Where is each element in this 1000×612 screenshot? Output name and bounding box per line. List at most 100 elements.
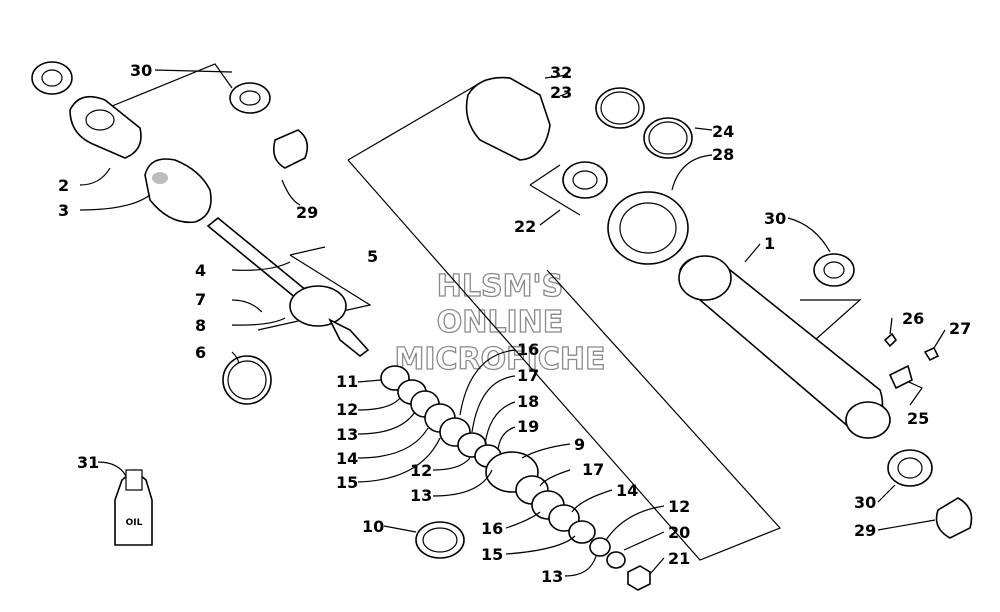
leader-26 <box>889 317 893 335</box>
oil-bottle-31: OIL <box>114 468 153 546</box>
leader-29-top <box>281 179 301 206</box>
callout-5: 5 <box>367 247 378 266</box>
leader-14a <box>357 427 429 459</box>
body-tube-1-end <box>845 401 891 439</box>
callout-17: 17 <box>517 366 539 385</box>
callout-23: 23 <box>550 83 572 102</box>
callout-12-mid: 12 <box>410 461 432 480</box>
leader-17a <box>471 375 516 433</box>
leader-12b <box>432 457 471 471</box>
bushing-30-right-hole <box>239 90 261 106</box>
callout-28: 28 <box>712 145 734 164</box>
leader-23 <box>559 92 569 97</box>
cap-3-shadow <box>152 172 168 184</box>
leader-lines <box>79 69 946 577</box>
leader-4 <box>231 261 291 271</box>
cap-27 <box>923 346 940 362</box>
leader-32 <box>544 74 569 79</box>
callout-19: 19 <box>517 417 539 436</box>
leader-10 <box>383 525 417 533</box>
oil-label: OIL <box>126 518 143 528</box>
leader-12a <box>357 397 401 411</box>
shaft-assembly <box>206 216 370 405</box>
oil-bottle-cap <box>125 469 143 491</box>
callout-20: 20 <box>668 523 690 542</box>
eyelet-2-hole <box>85 109 115 131</box>
callout-29-bottom: 29 <box>854 521 876 540</box>
bushing-30-body-hole <box>823 261 845 279</box>
callout-14-lower: 14 <box>616 481 638 500</box>
leader-19 <box>497 426 516 451</box>
oil-bottle-body <box>114 468 153 546</box>
callout-18: 18 <box>517 392 539 411</box>
body-tube-1-mouth <box>678 255 732 301</box>
leader-31 <box>97 461 127 477</box>
callout-31: 31 <box>77 453 99 472</box>
oring-6-inner <box>227 360 267 400</box>
shim-j <box>568 520 596 544</box>
callout-7: 7 <box>195 290 206 309</box>
sleeve-29-bottom <box>935 497 973 539</box>
callout-21: 21 <box>668 549 690 568</box>
bushing-30-bottom-hole <box>897 457 923 479</box>
callout-16-lower: 16 <box>481 519 503 538</box>
cap-3 <box>144 158 212 224</box>
callout-24: 24 <box>712 122 734 141</box>
oring-23-inner <box>600 91 640 125</box>
callout-15-lower: 15 <box>481 545 503 564</box>
ring-10-inner <box>422 527 458 553</box>
shaft-end <box>328 318 370 358</box>
watermark: HLSM'S ONLINE MICROFICHE <box>394 268 606 377</box>
leader-13c <box>564 555 597 577</box>
leader-15a <box>357 437 441 483</box>
leader-8 <box>231 317 286 326</box>
bracket-lines <box>94 63 923 561</box>
leader-6 <box>231 351 239 365</box>
leader-1 <box>744 243 761 263</box>
leader-22 <box>539 209 561 226</box>
callout-labels: 30 2 3 29 32 23 24 28 22 30 1 5 4 7 8 6 … <box>58 61 971 586</box>
bushing-30-top-hole <box>41 69 63 87</box>
leader-28 <box>671 154 713 191</box>
leader-13b <box>432 469 493 497</box>
leader-30a <box>154 69 233 73</box>
leader-16a <box>459 349 516 416</box>
nut-21 <box>627 565 651 591</box>
oring-24-inner <box>648 121 688 155</box>
washer-20 <box>589 537 611 557</box>
callout-1: 1 <box>764 234 775 253</box>
leader-15b <box>505 535 576 555</box>
leader-30b <box>787 217 831 253</box>
callout-12-lower: 12 <box>668 497 690 516</box>
watermark-line-2: ONLINE <box>437 305 564 340</box>
callout-8: 8 <box>195 316 206 335</box>
callout-16: 16 <box>517 340 539 359</box>
valve-25 <box>888 364 913 390</box>
callout-3: 3 <box>58 201 69 220</box>
callout-26: 26 <box>902 309 924 328</box>
leader-2 <box>79 167 111 186</box>
leader-29b <box>877 519 936 531</box>
callout-30: 30 <box>130 61 152 80</box>
callout-2: 2 <box>58 176 69 195</box>
leader-13a <box>357 411 416 435</box>
callout-27: 27 <box>949 319 971 338</box>
piston-head-5 <box>289 285 347 327</box>
callout-4: 4 <box>195 261 206 280</box>
leader-9 <box>521 443 571 459</box>
callout-15: 15 <box>336 473 358 492</box>
seal-28-inner <box>619 202 677 254</box>
piston-22-inner <box>572 170 598 190</box>
leader-20 <box>623 531 665 551</box>
upper-eyelet-parts <box>31 61 309 224</box>
callout-17-lower: 17 <box>582 460 604 479</box>
body-bracket <box>800 299 862 341</box>
watermark-line-3: MICROFICHE <box>395 342 606 377</box>
leader-3 <box>79 194 151 211</box>
callout-29: 29 <box>296 203 318 222</box>
leader-18 <box>484 401 516 445</box>
shaft-assembly-bracket <box>257 246 372 331</box>
shim-stack <box>380 365 651 591</box>
